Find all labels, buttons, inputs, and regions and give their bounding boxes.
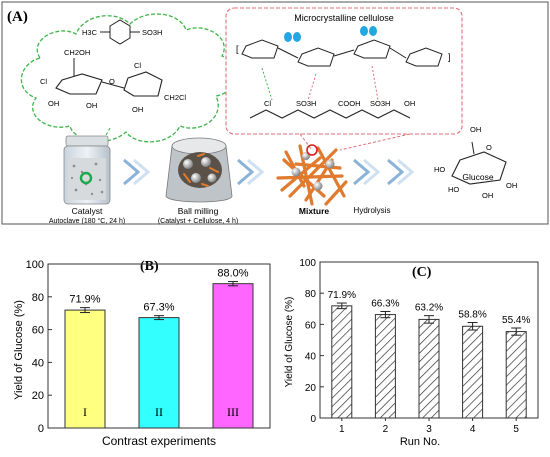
catalyst-highlight-ring [79,171,93,185]
chart-c-bar [462,325,484,419]
chart-c-category-label: 4 [470,424,476,435]
chart-b-ytick-label: 0 [38,423,44,435]
chart-b-ytick-label: 40 [32,357,44,369]
catalyst-vial-icon [63,135,111,205]
process-arrow-3 [353,158,371,186]
glucose-oh-top: OH [470,125,481,134]
chem-o-bridge: O [109,77,115,86]
process-arrow-2 [237,158,255,186]
chart-c-category-label: 5 [513,424,519,435]
mixture-icon [276,144,348,206]
cellulose-ring-3 [353,39,391,59]
chart-c: (C) Run No. Yield of Glucose (%) 0 20 40 60… [284,258,539,448]
chart-b-ylabel: Yield of Glucose (%) [13,300,25,400]
chart-c-bar [418,318,440,419]
chart-c-category-label: 3 [426,424,432,435]
ball-milling-condition: (Catalyst + Cellulose, 4 h) [158,218,238,225]
chem-oh-3: OH [132,105,143,114]
chart-b: (B) Contrast experiments Yield of Glucos… [13,259,271,448]
process-arrow-4 [387,158,405,186]
chart-c-category-label: 1 [339,424,345,435]
cellulose-structure-box: Microcrystalline cellulose [ ] [225,7,463,135]
chain-cl: Cl [264,99,271,108]
chain-so3h-1: SO3H [296,99,316,108]
chem-h3c: H3C [82,28,98,37]
chart-c-bar [505,331,527,419]
chart-b-value-label: 71.9% [69,294,100,306]
chart-c-ytick-label: 100 [299,258,316,269]
cellulose-bracket-right: ] [448,52,451,62]
glucose-o: O [486,143,492,152]
chart-b-category-label: II [155,405,163,419]
chem-ch2cl: CH2Cl [164,93,186,102]
chart-c-bar [331,305,353,419]
mixture-label: Mixture [299,206,330,216]
cellulose-box-outline [225,7,463,135]
chain-cooh: COOH [338,99,361,108]
chart-b-value-label: 67.3% [143,302,174,314]
chart-b-bar [138,317,180,429]
process-arrow-1 [123,158,141,186]
catalyst-carbon-chain [249,109,411,119]
chem-cl-2: Cl [134,61,141,70]
chart-c-ytick-label: 0 [310,414,316,425]
catalyst-structure-cloud: H3C SO3H O CH2OH Cl OH OH OH Cl CH2Cl [20,13,237,143]
panel-a: (A) H3C SO3H O CH2OH Cl OH OH OH Cl CH2C… [1,1,549,225]
chart-c-ytick-label: 20 [305,383,317,394]
chart-b-ytick-label: 80 [32,292,44,304]
tosyl-ring [109,19,131,45]
chart-c-value-label: 58.8% [458,310,486,321]
cellulose-ring-2 [297,47,335,67]
cellulose-title: Microcrystalline cellulose [294,13,394,23]
chem-so3h-catalyst: SO3H [142,28,162,37]
chart-b-ytick-label: 100 [26,259,44,271]
chart-b-value-label: 88.0% [217,268,248,280]
chart-c-ytick-label: 80 [305,289,317,300]
glucose-ho-1: HO [434,165,445,174]
sugar-ring-left [55,73,103,95]
chem-cl-1: Cl [40,77,47,86]
chart-b-bar [64,309,106,429]
chart-c-category-label: 2 [383,424,389,435]
chart-c-xlabel: Run No. [400,436,440,448]
catalyst-label: Catalyst [72,206,103,216]
ball-mill-jar-icon [165,137,233,203]
chart-b-category-label: I [83,405,87,419]
chart-b-category-label: III [227,405,239,419]
chart-c-value-label: 55.4% [502,315,530,326]
glucose-ho-2: HO [448,185,459,194]
chem-ch2oh: CH2OH [64,48,90,57]
catalyst-condition: Autoclave (180 °C, 24 h) [49,217,125,225]
chart-c-value-label: 66.3% [371,298,399,309]
cellulose-ring-1 [241,39,279,59]
chart-c-ylabel: Yield of Glucose (%) [284,297,295,388]
chem-oh-2: OH [86,101,97,110]
chart-c-ytick-label: 40 [305,352,317,363]
water-droplets-icon [284,26,377,42]
chart-c-ytick-label: 60 [305,320,317,331]
glucose-label: Glucose [462,172,493,182]
chart-b-xlabel: Contrast experiments [102,434,216,448]
chart-c-value-label: 71.9% [328,290,356,301]
cellulose-bracket-left: [ [236,44,239,54]
chem-oh-1: OH [48,99,59,108]
ball-milling-label: Ball milling [178,206,219,216]
glucose-structure: OH O HO HO OH OH [434,125,517,200]
glucose-oh-bottom: OH [482,191,493,200]
chart-b-bar [212,283,254,429]
sugar-ring-right [123,71,163,97]
chart-b-ytick-label: 20 [32,390,44,402]
chart-c-value-label: 63.2% [415,303,443,314]
chart-b-ytick-label: 60 [32,325,44,337]
chart-c-bar [374,314,396,419]
cellulose-ring-4 [405,47,443,67]
chart-c-panel-label: (C) [412,265,432,280]
chain-so3h-2: SO3H [370,99,390,108]
chain-oh: OH [404,99,415,108]
chart-b-panel-label: (B) [140,259,159,274]
hydrolysis-label: Hydrolysis [354,206,391,215]
panel-a-label: (A) [7,9,28,25]
glucose-oh-right: OH [506,181,517,190]
